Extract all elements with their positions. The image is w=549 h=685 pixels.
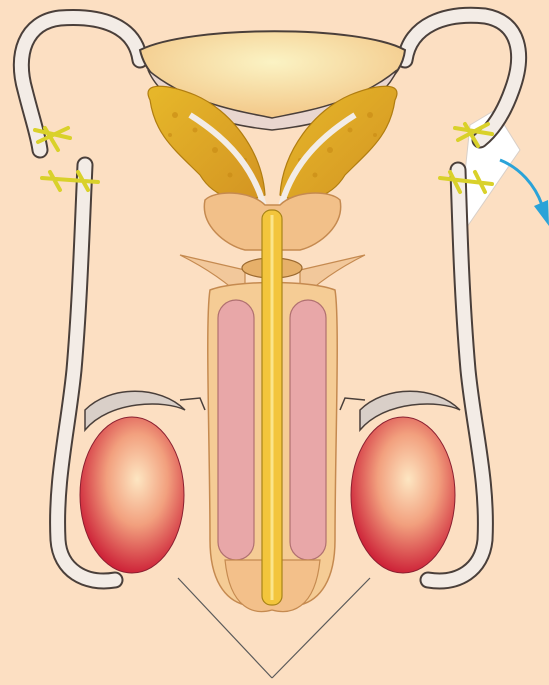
right-testis — [351, 417, 455, 573]
right-corpus-cavernosum — [290, 300, 326, 560]
left-corpus-cavernosum — [218, 300, 254, 560]
left-testis — [80, 417, 184, 573]
